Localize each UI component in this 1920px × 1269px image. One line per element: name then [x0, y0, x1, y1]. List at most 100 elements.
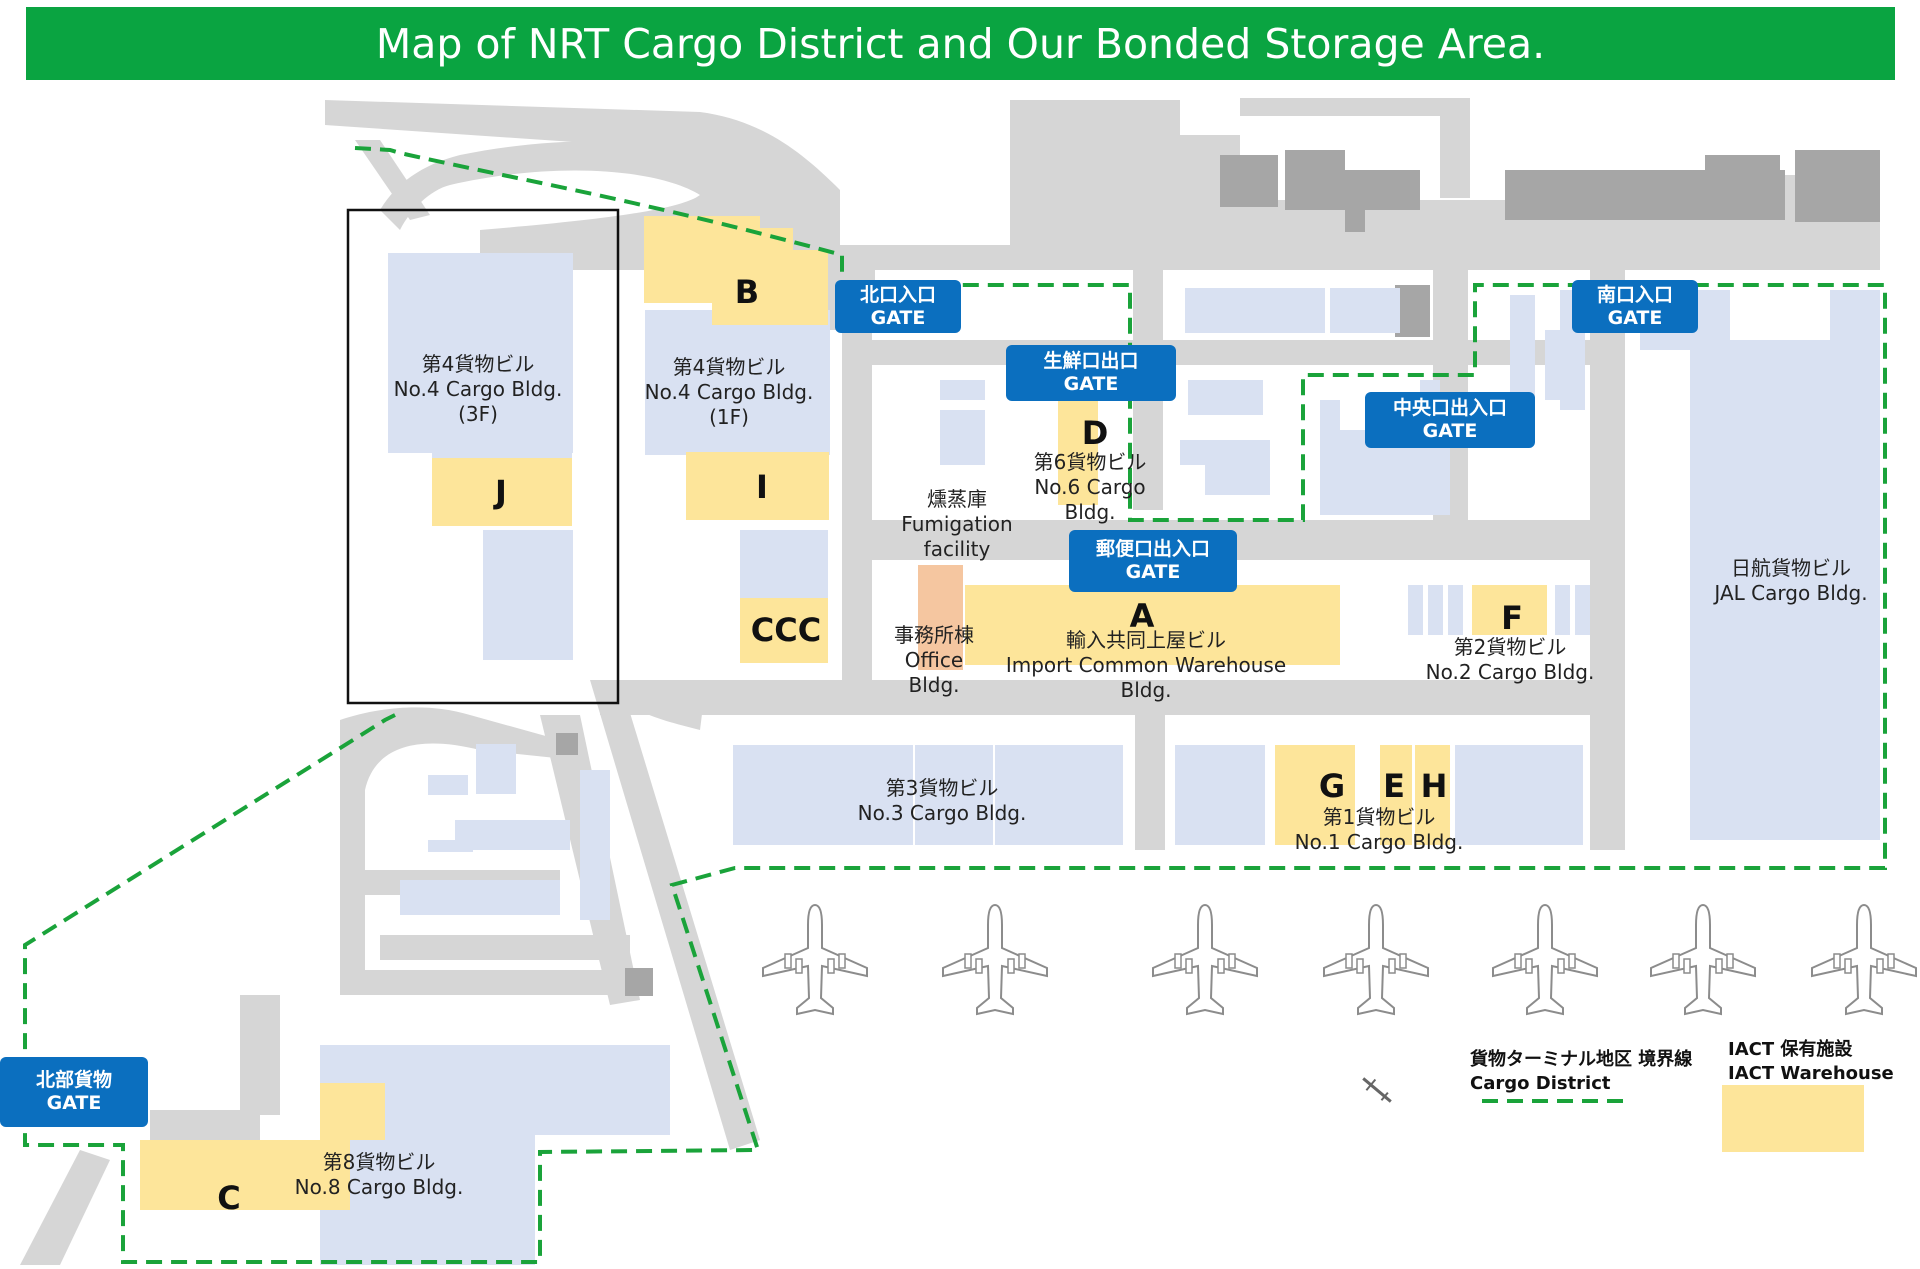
- area-letter-I: I: [756, 468, 768, 506]
- label-import-common-en2: Bldg.: [1120, 678, 1172, 702]
- label-no4-3f-en: No.4 Cargo Bldg.: [393, 377, 563, 401]
- gate-northern-cargo-en: GATE: [46, 1092, 102, 1114]
- area-letter-C: C: [217, 1179, 241, 1217]
- label-office-en: Office: [904, 648, 964, 672]
- label-no4-3f-floor: (3F): [458, 402, 498, 426]
- area-letter-A: A: [1129, 597, 1155, 635]
- gate-perishable-jp: 生鮮口出口: [1043, 350, 1139, 372]
- label-no4-3f-jp: 第4貨物ビル: [421, 352, 535, 376]
- compass-icon: [1362, 1077, 1392, 1103]
- title-banner: Map of NRT Cargo District and Our Bonded…: [26, 7, 1895, 80]
- label-no1-jp: 第1貨物ビル: [1322, 805, 1436, 829]
- iact-warehouses: [140, 216, 1547, 1210]
- gate-perishable[interactable]: 生鮮口出口 GATE: [1006, 345, 1176, 401]
- label-fumigation: 燻蒸庫 Fumigation facility: [901, 487, 1012, 562]
- warehouse-F: [1472, 585, 1547, 635]
- label-no6-en2: Bldg.: [1064, 500, 1116, 524]
- label-no6-en: No.6 Cargo: [1034, 475, 1146, 499]
- area-letter-G: G: [1318, 767, 1346, 805]
- area-letter-B: B: [734, 273, 760, 311]
- gate-central[interactable]: 中央口出入口 GATE: [1365, 392, 1535, 448]
- legend-district-en: Cargo District: [1470, 1073, 1611, 1094]
- label-office-jp: 事務所棟: [894, 623, 974, 647]
- label-no4-1f: 第4貨物ビル No.4 Cargo Bldg. (1F): [645, 355, 814, 430]
- warehouse-C: [140, 1083, 385, 1210]
- gate-central-en: GATE: [1422, 420, 1478, 442]
- label-no4-1f-en: No.4 Cargo Bldg.: [644, 380, 814, 404]
- label-import-common: 輸入共同上屋ビル Import Common Warehouse Bldg.: [1006, 628, 1286, 703]
- label-no4-1f-jp: 第4貨物ビル: [672, 355, 786, 379]
- label-fumigation-jp: 燻蒸庫: [926, 487, 987, 511]
- label-no3-en: No.3 Cargo Bldg.: [857, 801, 1027, 825]
- legend-warehouse-en: IACT Warehouse: [1728, 1063, 1894, 1084]
- warehouse-G: [1275, 745, 1355, 845]
- label-no2-jp: 第2貨物ビル: [1453, 635, 1567, 659]
- gate-postal-en: GATE: [1125, 561, 1181, 583]
- label-no2: 第2貨物ビル No.2 Cargo Bldg.: [1426, 635, 1595, 685]
- no4-3f-outline: [346, 208, 620, 705]
- gate-postal[interactable]: 郵便口出入口 GATE: [1069, 530, 1237, 592]
- gate-south-jp: 南口入口: [1596, 283, 1673, 306]
- gate-northern-cargo[interactable]: 北部貨物 GATE: [0, 1057, 148, 1127]
- gate-north-jp: 北口入口: [859, 283, 936, 306]
- label-jal-en: JAL Cargo Bldg.: [1714, 581, 1868, 605]
- label-no2-en: No.2 Cargo Bldg.: [1425, 660, 1595, 684]
- label-fumigation-en: Fumigation: [901, 512, 1013, 536]
- gate-north-en: GATE: [870, 306, 926, 329]
- legend-warehouse-swatch: [1722, 1085, 1864, 1152]
- label-fumigation-en2: facility: [923, 537, 991, 561]
- gate-south[interactable]: 南口入口 GATE: [1572, 280, 1698, 333]
- label-jal: 日航貨物ビル JAL Cargo Bldg.: [1714, 556, 1867, 606]
- label-office-en2: Bldg.: [908, 673, 960, 697]
- label-no8: 第8貨物ビル No.8 Cargo Bldg.: [295, 1150, 464, 1200]
- label-no6-jp: 第6貨物ビル: [1033, 450, 1147, 474]
- gate-northern-cargo-jp: 北部貨物: [35, 1069, 112, 1091]
- label-no3: 第3貨物ビル No.3 Cargo Bldg.: [858, 776, 1027, 826]
- label-no1: 第1貨物ビル No.1 Cargo Bldg.: [1295, 805, 1464, 855]
- legend-warehouse-label: IACT 保有施設 IACT Warehouse: [1728, 1038, 1894, 1086]
- warehouse-A: [965, 585, 1340, 665]
- label-no1-en: No.1 Cargo Bldg.: [1294, 830, 1464, 854]
- warehouse-E: [1380, 745, 1412, 845]
- label-no8-en: No.8 Cargo Bldg.: [294, 1175, 464, 1199]
- label-no3-jp: 第3貨物ビル: [885, 776, 999, 800]
- gate-south-en: GATE: [1607, 306, 1663, 329]
- legend-district-jp: 貨物ターミナル地区 境界線: [1470, 1049, 1693, 1070]
- fumigation-building: [918, 565, 963, 670]
- area-letter-F: F: [1501, 599, 1523, 637]
- legend-district-label: 貨物ターミナル地区 境界線 Cargo District: [1470, 1048, 1692, 1096]
- label-no4-1f-floor: (1F): [709, 405, 749, 429]
- label-no8-jp: 第8貨物ビル: [322, 1150, 436, 1174]
- area-letter-D: D: [1081, 414, 1109, 452]
- warehouse-CCC: [740, 598, 828, 663]
- small-structure: [556, 733, 578, 755]
- label-import-common-en: Import Common Warehouse: [1005, 653, 1287, 677]
- label-jal-jp: 日航貨物ビル: [1730, 556, 1851, 580]
- area-letter-CCC: CCC: [750, 611, 822, 649]
- map-title: Map of NRT Cargo District and Our Bonded…: [375, 19, 1546, 68]
- dark-buildings: [1220, 150, 1880, 337]
- gate-perishable-en: GATE: [1063, 373, 1119, 395]
- airplanes: [762, 904, 1917, 1015]
- gate-postal-jp: 郵便口出入口: [1095, 538, 1210, 560]
- area-letter-H: H: [1420, 767, 1448, 805]
- legend-warehouse-jp: IACT 保有施設: [1728, 1039, 1853, 1060]
- roads: [20, 98, 1880, 1265]
- warehouse-I: [686, 452, 829, 520]
- gate-central-jp: 中央口出入口: [1392, 397, 1507, 419]
- warehouse-J: [432, 458, 572, 526]
- label-import-common-jp: 輸入共同上屋ビル: [1065, 628, 1226, 652]
- area-letter-E: E: [1383, 767, 1405, 805]
- label-no4-3f: 第4貨物ビル No.4 Cargo Bldg. (3F): [394, 352, 563, 427]
- label-office: 事務所棟 Office Bldg.: [894, 623, 974, 698]
- warehouse-D: [1058, 385, 1098, 505]
- warehouse-B: [644, 216, 828, 325]
- small-structure: [625, 968, 653, 996]
- area-letter-J: J: [495, 473, 507, 511]
- label-no6: 第6貨物ビル No.6 Cargo Bldg.: [1034, 450, 1147, 525]
- warehouse-H: [1415, 745, 1450, 845]
- buildings: [320, 253, 1880, 1265]
- gate-north[interactable]: 北口入口 GATE: [835, 280, 961, 333]
